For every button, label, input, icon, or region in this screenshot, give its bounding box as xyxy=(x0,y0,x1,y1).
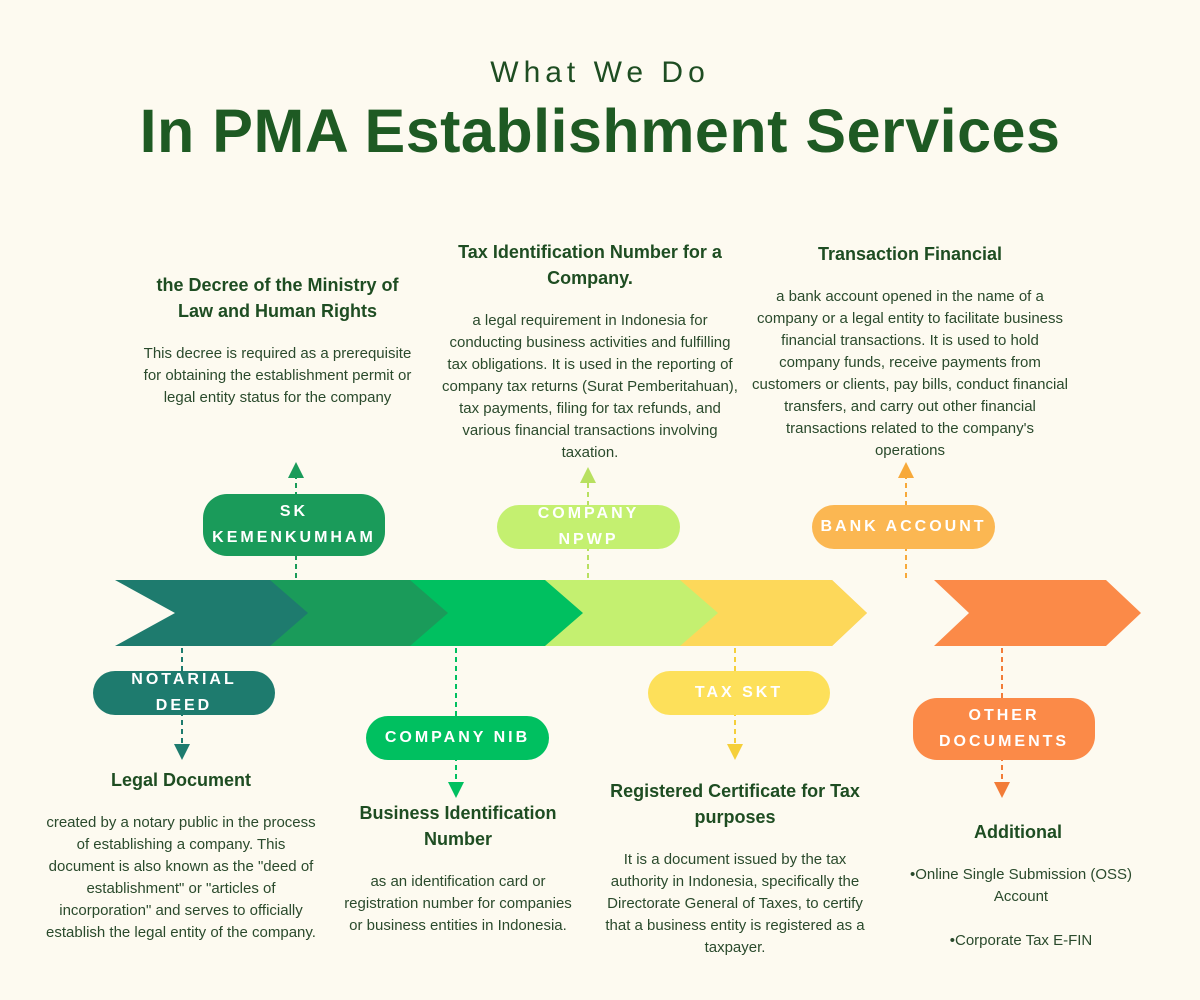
chevron-segment-5 xyxy=(658,580,867,646)
company-npwp-description: a legal requirement in Indonesia for con… xyxy=(442,312,738,461)
pill-sk-kemenkumham: SK KEMENKUMHAM xyxy=(203,494,385,556)
chevron-segment-2 xyxy=(240,580,448,646)
pill-notarial-deed: NOTARIAL DEED xyxy=(93,671,275,715)
pill-label: NOTARIAL DEED xyxy=(131,671,237,714)
notarial-deed-description: created by a notary public in the proces… xyxy=(46,814,316,941)
company-nib-description: as an identification card or registratio… xyxy=(344,873,572,934)
bank-account-heading: Transaction Financial xyxy=(817,244,1003,264)
chevron-segment-3 xyxy=(383,580,583,646)
notarial-deed-heading: Legal Document xyxy=(110,770,252,790)
other-documents-bullet: •Online Single Submission (OSS) Account xyxy=(909,866,1132,905)
other-documents-heading: Additional xyxy=(974,822,1062,842)
chevron-segment-4 xyxy=(520,580,718,646)
pill-bank-account: BANK ACCOUNT xyxy=(812,505,995,549)
sk-kemenkumham-description: This decree is required as a prerequisit… xyxy=(143,345,412,406)
pill-company-npwp: COMPANY NPWP xyxy=(497,505,680,549)
chevron-segment-1 xyxy=(115,580,308,646)
sk-kemenkumham-heading: the Decree of the Ministry of Law and Hu… xyxy=(156,275,399,321)
page-subtitle: What We Do xyxy=(490,56,710,89)
company-npwp-heading: Tax Identification Number for a Company. xyxy=(458,242,722,288)
pill-other-documents: OTHER DOCUMENTS xyxy=(913,698,1095,760)
pill-label: COMPANY NIB xyxy=(384,729,531,746)
chevron-segment-7 xyxy=(934,580,1141,646)
pill-tax-skt: TAX SKT xyxy=(648,671,830,715)
tax-skt-description: It is a document issued by the tax autho… xyxy=(605,851,865,956)
pill-label: COMPANY NPWP xyxy=(537,505,640,548)
pill-company-nib: COMPANY NIB xyxy=(366,716,549,760)
pill-label: OTHER DOCUMENTS xyxy=(938,707,1070,750)
pill-label: TAX SKT xyxy=(694,684,784,701)
page-title: In PMA Establishment Services xyxy=(139,97,1061,165)
other-documents-bullet: •Corporate Tax E-FIN xyxy=(949,932,1093,949)
pill-label: BANK ACCOUNT xyxy=(820,518,987,535)
bank-account-description: a bank account opened in the name of a c… xyxy=(752,288,1068,459)
tax-skt-heading: Registered Certificate for Tax purposes xyxy=(610,781,860,827)
company-nib-heading: Business Identification Number xyxy=(359,803,557,849)
pill-label: SK KEMENKUMHAM xyxy=(212,503,376,546)
